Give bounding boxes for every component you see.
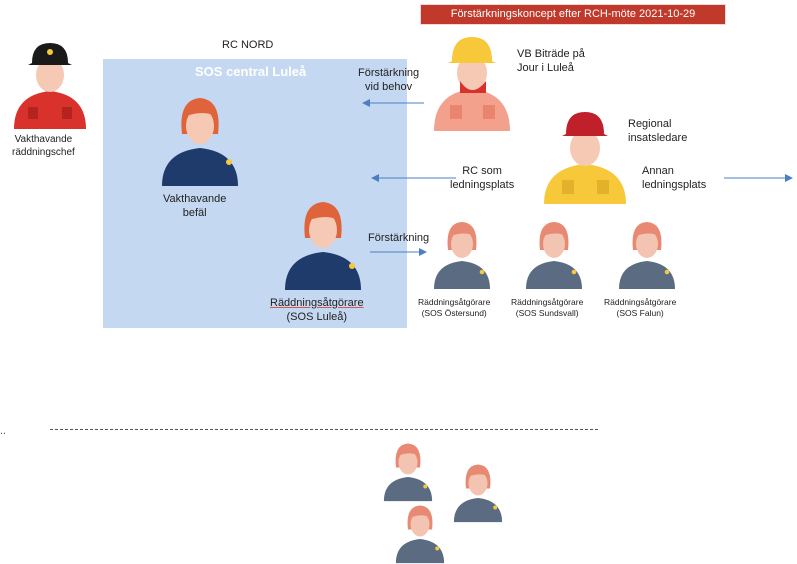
sos-central-title: SOS central Luleå xyxy=(195,64,307,79)
rc-som-ledningsplats-label: RC som ledningsplats xyxy=(450,165,515,191)
operator-ostersund-icon xyxy=(434,222,490,289)
regional-commander-icon xyxy=(544,112,626,204)
sundsvall-label: Räddningsåtgörare (SOS Sundsvall) xyxy=(511,297,584,318)
duty-officer-icon xyxy=(162,98,238,186)
annan-ledningsplats-label: Annan ledningsplats xyxy=(642,165,707,191)
operator-group-3-icon xyxy=(395,505,445,564)
forstarkning-vid-behov-label: Förstärkning vid behov xyxy=(358,67,420,93)
operator-group-1-icon xyxy=(383,443,433,502)
ostersund-label: Räddningsåtgörare (SOS Östersund) xyxy=(418,297,491,318)
vakthavande-raddningschef-label: Vakthavande räddningschef xyxy=(12,134,75,158)
rc-nord-label: RC NORD xyxy=(222,39,274,51)
vb-bitrade-label: VB Biträde på Jour i Luleå xyxy=(517,48,585,74)
vb-assistant-firefighter-icon xyxy=(434,37,510,131)
regional-insatsledare-label: Regional insatsledare xyxy=(628,118,688,144)
dashed-separator xyxy=(50,429,598,430)
vakthavande-befal-label: Vakthavande befäl xyxy=(163,193,227,219)
operator-falun-icon xyxy=(619,222,675,289)
concept-title-banner: Förstärkningskoncept efter RCH-möte 2021… xyxy=(420,4,726,25)
forstarkning-label: Förstärkning xyxy=(368,232,430,244)
rescue-operator-lulea-icon xyxy=(285,202,361,290)
raddningsatgorare-lulea-label: Räddningsåtgörare (SOS Luleå) xyxy=(270,297,364,323)
ellipsis-marker: .. xyxy=(0,425,7,437)
firefighter-chief-icon xyxy=(14,43,86,129)
operator-sundsvall-icon xyxy=(526,222,582,289)
operator-group-2-icon xyxy=(453,464,503,523)
falun-label: Räddningsåtgörare (SOS Falun) xyxy=(604,297,677,318)
